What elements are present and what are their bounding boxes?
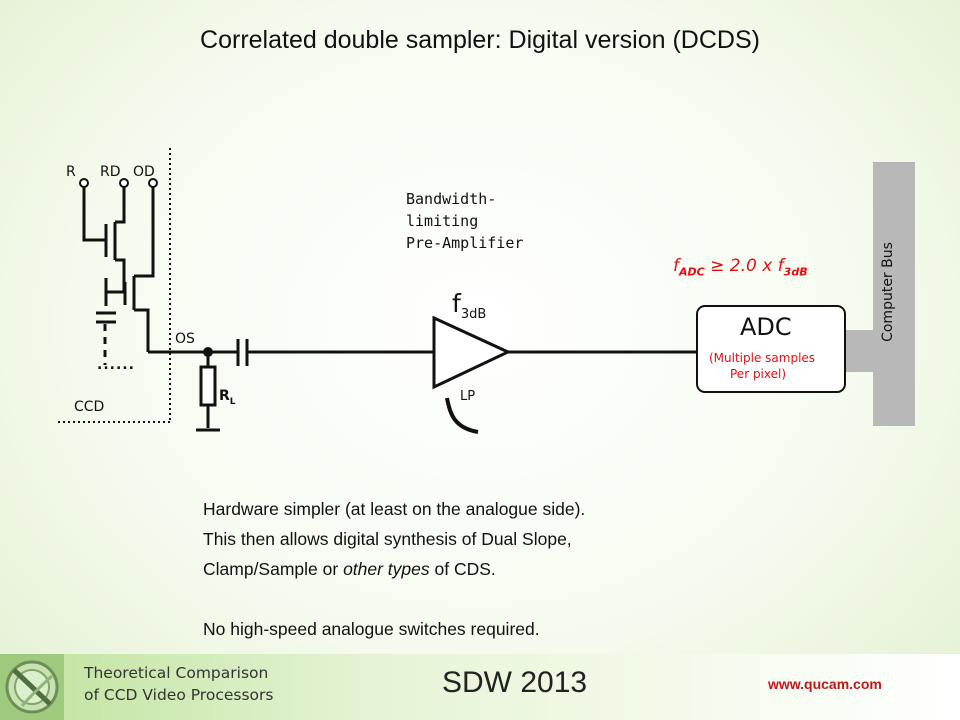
page-title: Correlated double sampler: Digital versi… [200,26,760,54]
qucam-logo-icon [0,654,64,720]
pin-circles [79,178,158,188]
adc-subtext: (Multiple samples Per pixel) [709,351,816,381]
mosfet-icon [82,187,155,352]
body-text: Hardware simpler (at least on the analog… [203,499,586,639]
f3db-label: f3dB [452,289,487,322]
amplifier-triangle-icon [432,315,512,390]
sampling-formula: fADC ≥ 2.0 x f3dB [673,256,808,279]
lp-label: LP [460,389,476,404]
computer-bus-bar [873,162,915,426]
pin-r-label: R [66,164,76,180]
computer-bus-label: Computer Bus [880,242,896,342]
footer-url-link[interactable]: www.qucam.com [768,676,882,692]
ccd-label: CCD [74,399,105,415]
footer: Theoretical Comparison of CCD Video Proc… [0,654,960,720]
os-label: OS [175,331,195,347]
resistor-icon [196,352,220,432]
adc-box [696,305,846,393]
preamp-description: Bandwidth- limiting Pre-Amplifier [406,190,524,252]
pin-rd-label: RD [100,164,121,180]
adc-title: ADC [740,313,792,341]
capacitor-icon [236,339,434,366]
rl-label: RL [219,388,236,407]
ccd-dots: ...... [97,357,135,373]
pin-od-label: OD [133,164,155,180]
lowpass-curve-icon [445,397,479,434]
ccd-boundary [58,148,171,423]
footer-event: SDW 2013 [442,666,588,699]
footer-subtitle: Theoretical Comparison of CCD Video Proc… [84,664,274,704]
